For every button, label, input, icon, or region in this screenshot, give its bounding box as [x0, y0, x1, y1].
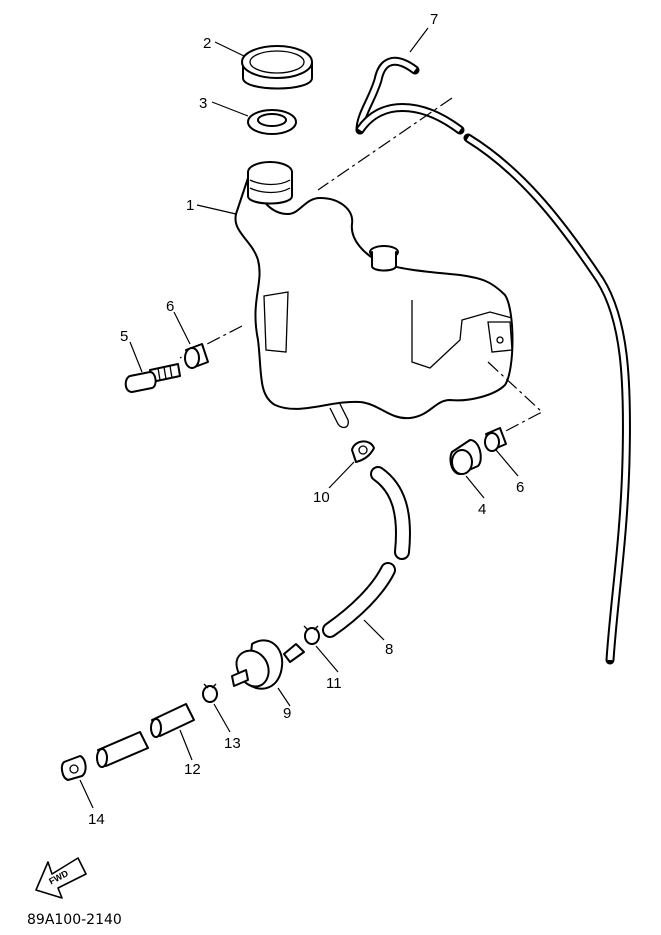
leader-lines	[79, 27, 519, 809]
callout-4: 4	[478, 501, 486, 518]
callout-9: 9	[283, 705, 291, 722]
callout-6-left: 6	[166, 298, 174, 315]
mounting-bolt	[124, 363, 181, 393]
callout-12: 12	[184, 761, 201, 778]
breather-hose	[355, 56, 632, 665]
reference-code: 89A100-2140	[27, 912, 122, 928]
tank-cap	[241, 45, 313, 90]
callout-13: 13	[224, 735, 241, 752]
hose-clip-11	[303, 625, 320, 645]
callout-2: 2	[203, 35, 211, 52]
callout-11: 11	[326, 675, 342, 692]
grommet-alignment-line	[487, 361, 544, 435]
hose-clamp-upper	[351, 440, 375, 463]
callout-7: 7	[430, 11, 438, 28]
callout-5: 5	[120, 328, 128, 345]
callout-8: 8	[385, 641, 393, 658]
callout-1: 1	[186, 197, 194, 214]
hose-routing-line	[317, 97, 453, 191]
hose-clamp-lower	[60, 755, 87, 781]
callout-10: 10	[313, 489, 330, 506]
callout-14: 14	[88, 811, 105, 828]
short-hose	[96, 703, 195, 768]
oil-hose	[322, 466, 411, 638]
collar-right	[484, 427, 507, 452]
callout-3: 3	[199, 95, 207, 112]
collar-left	[184, 343, 209, 369]
oil-strainer	[231, 639, 305, 690]
grommet	[449, 439, 482, 475]
callout-6-right: 6	[516, 479, 524, 496]
cap-gasket	[247, 109, 297, 135]
hose-clip-13	[202, 683, 218, 703]
oil-tank	[234, 161, 514, 429]
fwd-arrow-icon: FWD	[35, 857, 87, 899]
